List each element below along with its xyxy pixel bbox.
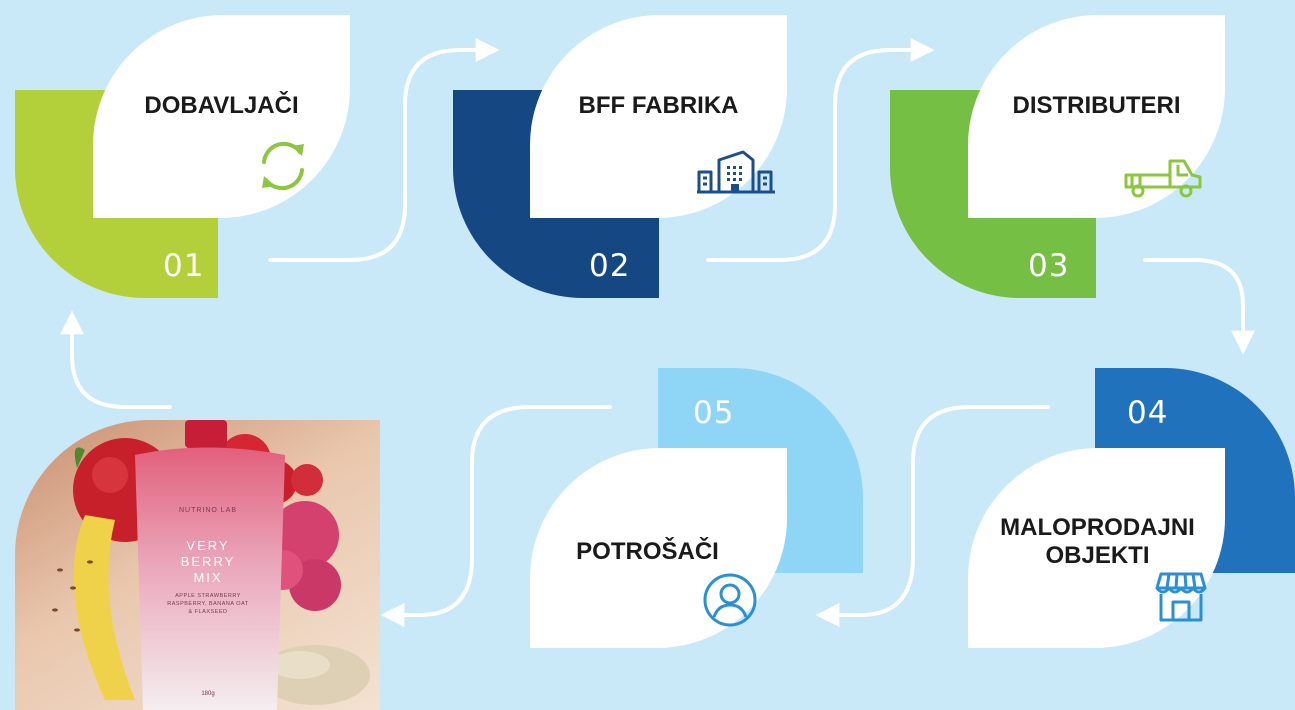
step-04-number: 04 — [1127, 395, 1169, 431]
banana — [73, 515, 135, 700]
connector-03-04 — [1143, 258, 1255, 355]
factory-building-icon — [695, 150, 777, 195]
step-05-title: POTROŠAČI — [576, 538, 719, 565]
connector-product-01 — [60, 310, 172, 409]
step-02-title: BFF FABRIKA — [578, 92, 739, 119]
refresh-icon — [252, 138, 314, 194]
product-brand: NUTRINO LAB — [179, 507, 237, 514]
step-02-number: 02 — [589, 248, 631, 284]
step-03-title: DISTRIBUTERI — [1012, 92, 1181, 119]
product-name-line1: VERY — [186, 538, 229, 553]
step-04-title: MALOPRODAJNI OBJEKTI — [1000, 514, 1195, 569]
truck-icon — [1122, 155, 1204, 199]
product-name-line2: BERRY — [181, 554, 236, 569]
step-01-title-card — [93, 15, 350, 218]
step-05-number: 05 — [693, 395, 735, 431]
product-illustration: NUTRINO LAB VERY BERRY MIX APPLE STRAWBE… — [52, 420, 370, 710]
pouch — [135, 447, 285, 710]
store-icon — [1155, 570, 1207, 624]
product-image: NUTRINO LAB VERY BERRY MIX APPLE STRAWBE… — [15, 420, 380, 710]
user-icon — [702, 572, 758, 628]
step-01-title: DOBAVLJAČI — [144, 92, 299, 119]
pouch-cap — [185, 420, 227, 448]
step-03-number: 03 — [1028, 248, 1070, 284]
step-01-number: 01 — [163, 248, 205, 284]
step-02-title-card — [530, 15, 787, 218]
product-name-line3: MIX — [193, 570, 222, 585]
step-03-title-card — [968, 15, 1225, 218]
product-weight: 180g — [201, 691, 214, 697]
product-ingredients: APPLE STRAWBERRY RASPBERRY, BANANA OAT &… — [167, 593, 249, 615]
